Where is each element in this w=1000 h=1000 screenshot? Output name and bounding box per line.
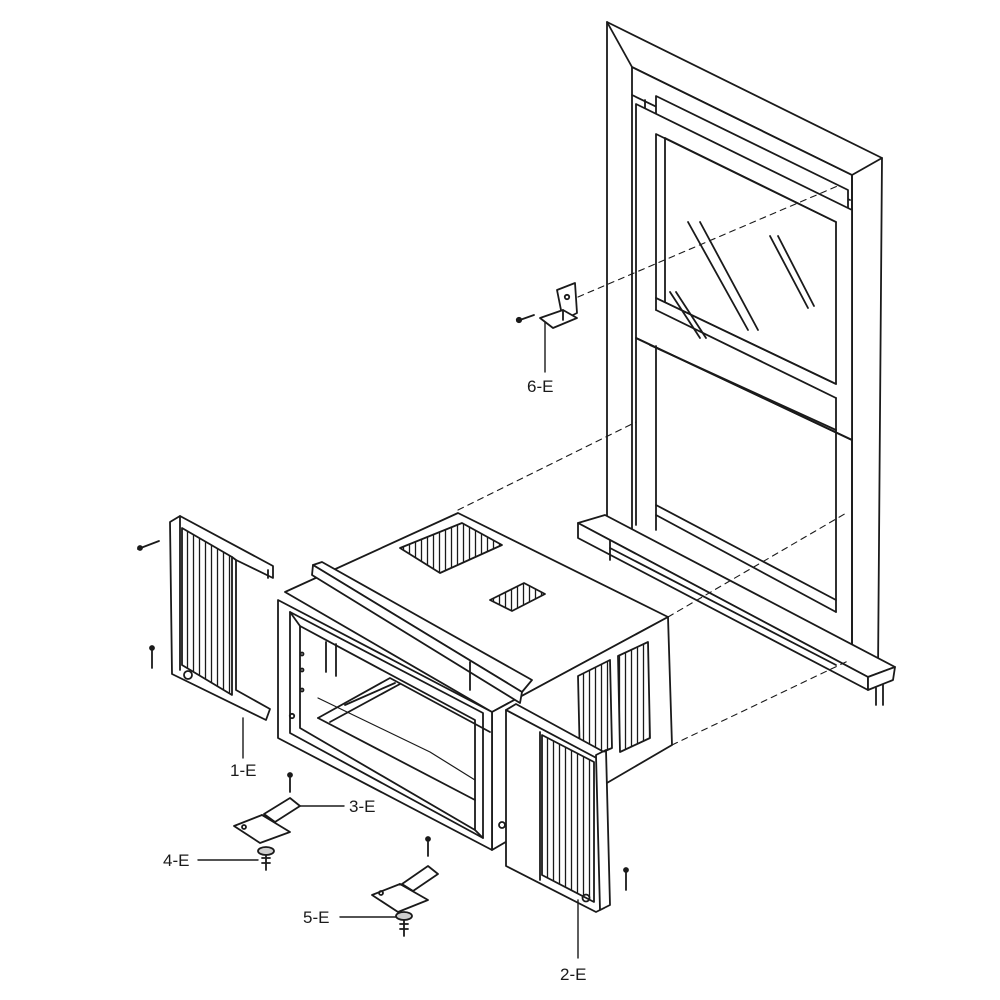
window-sill [577,514,896,706]
callout-side-curtain-right: 2-E [560,965,587,984]
bracket-bolt-left [257,846,275,871]
side-curtain-right [505,703,629,913]
alignment-lines [457,184,851,753]
sash-lock-bracket [515,282,578,329]
callout-side-curtain-left: 1-E [230,761,257,780]
support-bracket-right [371,836,439,913]
callout-bracket-bolt-right: 5-E [303,908,330,927]
bracket-bolt-right [395,911,413,937]
lower-window-opening [635,337,837,613]
upper-sash [635,95,853,441]
support-bracket-left [233,772,301,844]
leader-lines [197,321,579,959]
callout-sash-lock-bracket: 6-E [527,377,554,396]
callout-bracket-bolt-left: 4-E [163,851,190,870]
side-curtain-left [137,515,274,721]
callout-support-bracket-left: 3-E [349,797,376,816]
cabinet [277,512,673,851]
